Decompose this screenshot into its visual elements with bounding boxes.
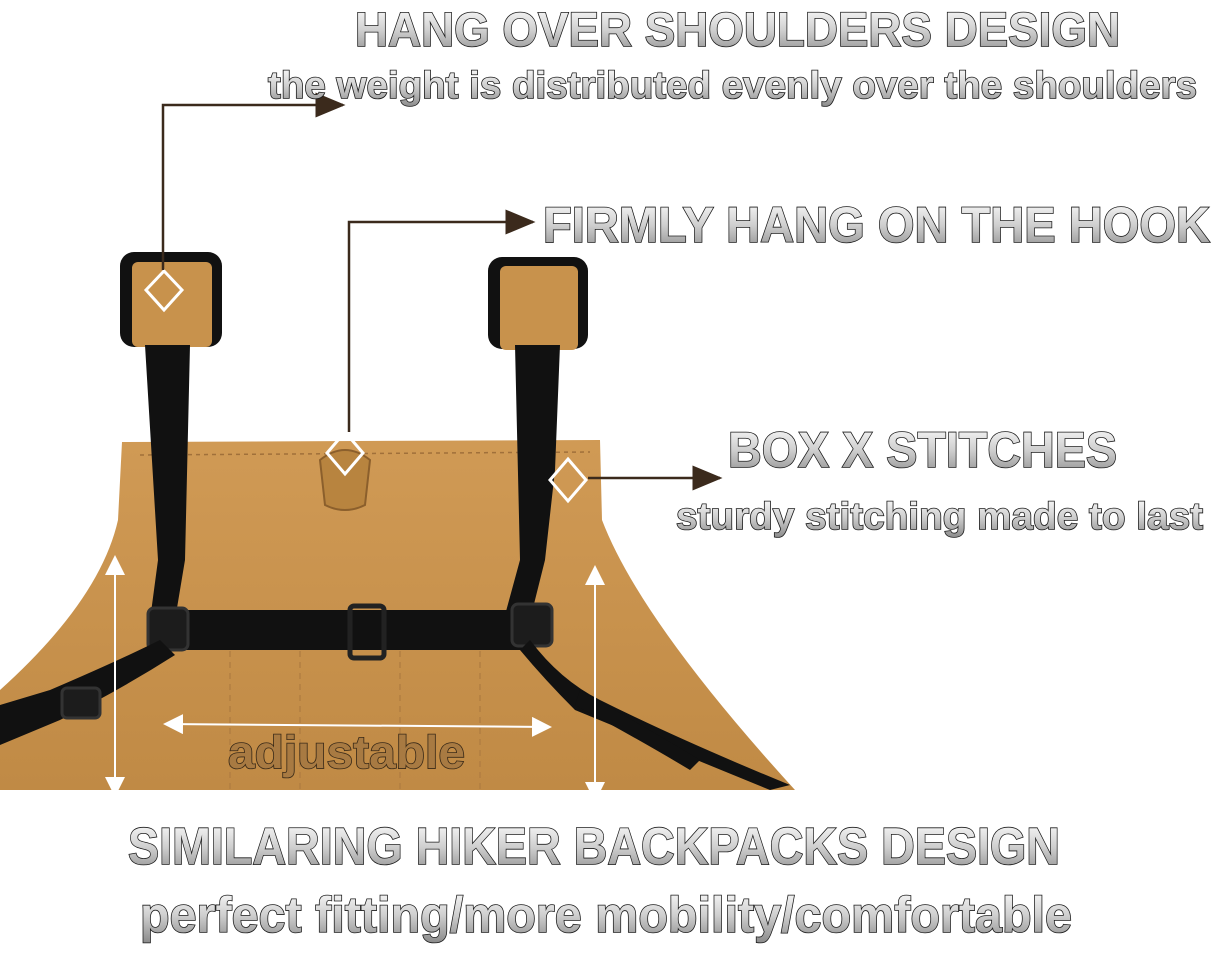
stitches-subtitle: sturdy stitching made to last (676, 496, 1203, 538)
stitch-diamond-icon (325, 429, 365, 477)
shoulders-subtitle: the weight is distributed evenly over th… (268, 65, 1197, 107)
hook-loop (318, 449, 372, 511)
backpack-title: SIMILARING HIKER BACKPACKS DESIGN (128, 818, 1060, 876)
adjustable-label: adjustable (228, 726, 465, 778)
backpack-subtitle: perfect fitting/more mobility/comfortabl… (140, 887, 1072, 943)
stitch-diamond-icon (143, 268, 185, 313)
right-waist-strap (520, 640, 790, 790)
hook-title: FIRMLY HANG ON THE HOOK (543, 197, 1210, 253)
leader-line-hook (347, 209, 536, 432)
width-arrow (163, 714, 552, 737)
chest-strap (160, 610, 530, 650)
leader-line-shoulders (161, 92, 346, 270)
strap-buckle (347, 603, 387, 661)
stitches-title: BOX X STITCHES (728, 422, 1117, 478)
apron-image (0, 252, 795, 790)
right-strap (505, 345, 560, 620)
shoulders-title: HANG OVER SHOULDERS DESIGN (355, 4, 1120, 57)
stitch-diamond-icon (548, 456, 588, 504)
left-strap (145, 345, 190, 620)
